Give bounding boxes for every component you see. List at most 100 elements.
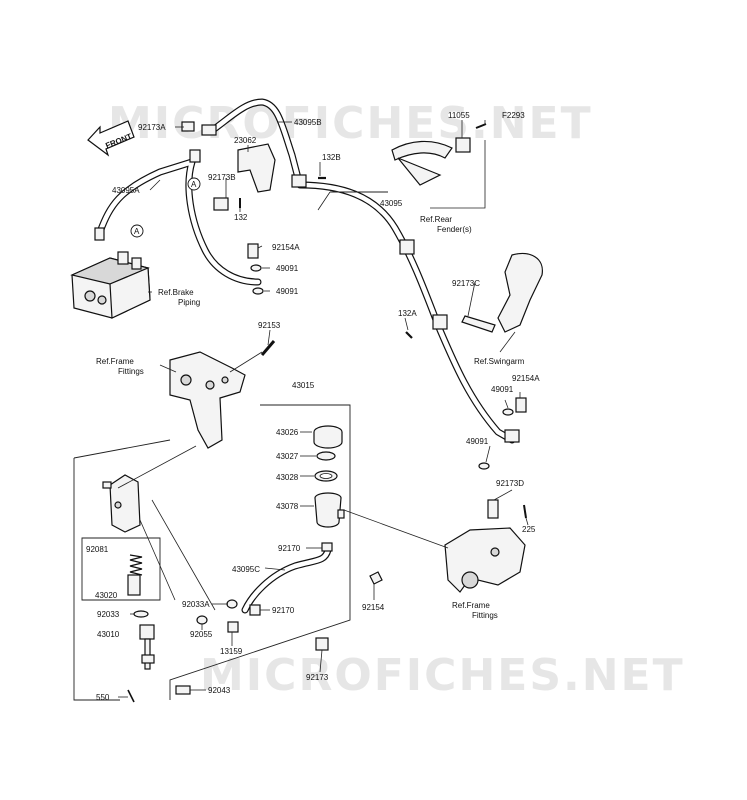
rear-fender-piece <box>391 140 453 161</box>
bolt-132a <box>405 331 413 339</box>
label-23062: 23062 <box>234 136 257 145</box>
bracket-23062 <box>237 143 276 193</box>
label-13159: 13159 <box>220 647 243 656</box>
label-92043: 92043 <box>208 686 231 695</box>
label-43095a: 43095A <box>112 186 140 195</box>
watermark-bottom: MICROFICHES.NET <box>200 650 685 701</box>
washer-49091-a <box>250 264 262 272</box>
master-cylinder-43020 <box>102 474 141 533</box>
label-92170-a: 92170 <box>278 544 301 553</box>
bolt-92154 <box>369 571 383 585</box>
ref-frame-fittings-left-line1: Ref.Frame <box>96 357 134 366</box>
label-43028: 43028 <box>276 473 299 482</box>
label-92173d: 92173D <box>496 479 524 488</box>
cap-92043 <box>175 685 191 695</box>
clamp-92173d <box>487 499 499 519</box>
label-43027: 43027 <box>276 452 299 461</box>
clamp-92170-a <box>321 542 333 552</box>
label-43020: 43020 <box>95 591 118 600</box>
label-225: 225 <box>522 525 536 534</box>
clip-92033a <box>226 599 238 609</box>
bracket-92173c <box>461 315 496 333</box>
label-92154a-top: 92154A <box>272 243 300 252</box>
banjo-bolt-92154a-right <box>515 397 527 413</box>
washer-49091-c <box>502 408 514 416</box>
label-92173c: 92173C <box>452 279 480 288</box>
swingarm-bracket <box>497 253 543 333</box>
label-92173: 92173 <box>306 673 329 682</box>
group-box-43020 <box>81 537 161 601</box>
grommet-upper <box>291 174 307 188</box>
ref-rear-fender-line2: Fender(s) <box>437 225 472 234</box>
screw-225 <box>523 504 527 519</box>
fitting-13159 <box>227 621 239 633</box>
label-49091-d: 49091 <box>466 437 489 446</box>
watermark-top: MICROFICHES.NET <box>108 98 593 149</box>
label-11055: 11055 <box>448 111 470 120</box>
clamp-92173b <box>213 197 229 211</box>
label-92033: 92033 <box>97 610 120 619</box>
reservoir-cap-43026 <box>313 425 343 449</box>
group-box-43015 <box>169 404 351 700</box>
fitting-right-end <box>504 429 520 443</box>
group-box-43010-left <box>73 458 120 701</box>
ref-frame-fittings-right-line1: Ref.Frame <box>452 601 490 610</box>
grommet-low <box>432 314 448 330</box>
washer-49091-b <box>252 287 264 295</box>
ref-frame-fittings-left-line2: Fittings <box>118 367 144 376</box>
pin-550 <box>127 689 135 703</box>
bolt-92153 <box>260 340 276 356</box>
ref-brake-piping-line2: Piping <box>178 298 200 307</box>
label-92033a: 92033A <box>182 600 210 609</box>
label-92081: 92081 <box>86 545 109 554</box>
label-132: 132 <box>234 213 248 222</box>
label-43026: 43026 <box>276 428 299 437</box>
label-43010: 43010 <box>97 630 120 639</box>
push-rod-43010 <box>139 624 155 670</box>
label-49091-c: 49091 <box>491 385 514 394</box>
label-49091-b: 49091 <box>276 287 299 296</box>
label-132b: 132B <box>322 153 341 162</box>
label-92055: 92055 <box>190 630 213 639</box>
label-92173a: 92173A <box>138 123 166 132</box>
label-43095: 43095 <box>380 199 403 208</box>
clip-11055 <box>455 137 471 153</box>
label-92154a-right: 92154A <box>512 374 540 383</box>
fitting-left-low <box>94 227 105 241</box>
callout-a-upper: A <box>187 177 201 191</box>
screw-f2293 <box>475 123 487 129</box>
piston-43020 <box>127 574 141 596</box>
abs-unit <box>70 251 151 319</box>
washer-49091-d <box>478 462 490 470</box>
clamp-92173a <box>181 121 195 132</box>
label-550: 550 <box>96 693 110 702</box>
label-43095c: 43095C <box>232 565 260 574</box>
spring-92081 <box>129 554 143 576</box>
clamp-92173 <box>315 637 329 651</box>
oring-92055 <box>196 615 208 625</box>
diaphragm-43028 <box>314 470 338 482</box>
label-132a: 132A <box>398 309 417 318</box>
circlip-92033 <box>133 610 149 618</box>
label-92153: 92153 <box>258 321 281 330</box>
label-43095b: 43095B <box>294 118 322 127</box>
reservoir-43078 <box>314 492 345 528</box>
label-43078: 43078 <box>276 502 299 511</box>
fitting-top <box>201 124 217 136</box>
svg-text:A: A <box>191 180 197 189</box>
callout-a-lower: A <box>130 224 144 238</box>
label-43015: 43015 <box>292 381 315 390</box>
frame-fitting-right <box>444 527 526 593</box>
label-92173b: 92173B <box>208 173 236 182</box>
clamp-92170-b <box>249 604 261 616</box>
banjo-bolt-92154a-top <box>247 243 259 259</box>
rear-fender-piece-b <box>397 157 442 186</box>
frame-fitting-left <box>169 351 246 449</box>
label-f2293: F2293 <box>502 111 525 120</box>
group-box-connector <box>73 439 171 459</box>
ref-frame-fittings-right-line2: Fittings <box>472 611 498 620</box>
grommet-mid <box>399 239 415 255</box>
ref-brake-piping-line1: Ref.Brake <box>158 288 194 297</box>
